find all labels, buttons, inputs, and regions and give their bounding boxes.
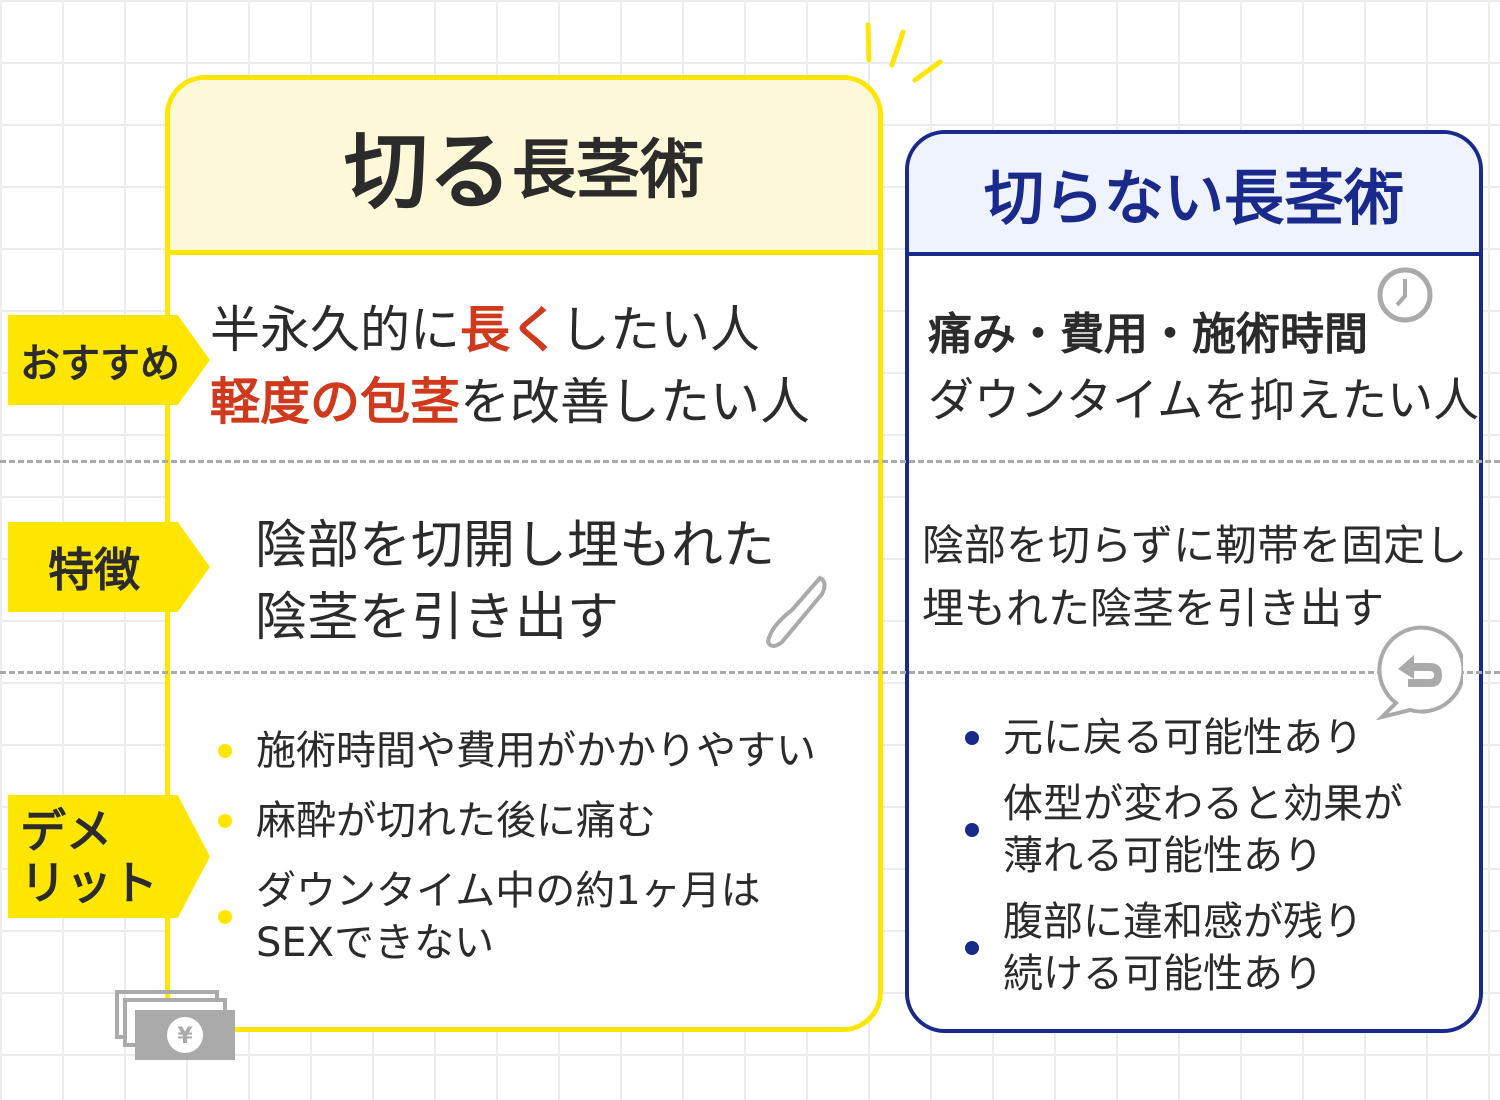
nocut-recommend-line2: ダウンタイムを抑えたい人	[928, 373, 1480, 427]
list-item: 体型が変わると効果が 薄れる可能性あり	[965, 778, 1403, 882]
list-item: ダウンタイム中の約1ヶ月は SEXできない	[218, 865, 816, 969]
nocut-feature-line1: 陰部を切らずに靭帯を固定し	[922, 521, 1468, 570]
nocut-demerit-list: 元に戻る可能性あり 体型が変わると効果が 薄れる可能性あり 腹部に違和感が残り …	[965, 712, 1403, 1000]
tag-demerit: デメリット	[8, 795, 210, 918]
divider	[0, 460, 1500, 463]
cut-method-header: 切る 長茎術	[170, 80, 878, 255]
cut-feature-line2: 陰茎を引き出す	[255, 588, 620, 648]
list-item: 麻酔が切れた後に痛む	[218, 795, 816, 847]
list-item: 腹部に違和感が残り 続ける可能性あり	[965, 896, 1403, 1000]
svg-text:¥: ¥	[177, 1024, 193, 1049]
nocut-feature-line2: 埋もれた陰茎を引き出す	[922, 584, 1385, 633]
cut-recommend-line2: 軽度の包茎を改善したい人	[210, 373, 810, 431]
tag-recommend: おすすめ	[8, 315, 210, 405]
clock-icon	[1377, 267, 1433, 323]
cut-feature-line1: 陰部を切開し埋もれた	[255, 516, 776, 576]
list-item: 元に戻る可能性あり	[965, 712, 1403, 764]
nocut-title: 切らない長茎術	[984, 163, 1404, 234]
cut-title-sub: 長茎術	[512, 134, 704, 208]
cut-title-main: 切る	[343, 122, 512, 221]
tag-label: デメ	[20, 803, 112, 858]
tag-label: 特徴	[48, 543, 140, 597]
nocut-recommend-line1: 痛み・費用・施術時間	[928, 309, 1368, 360]
scalpel-icon	[765, 575, 827, 648]
tag-feature: 特徴	[8, 522, 210, 612]
list-item: 施術時間や費用がかかりやすい	[218, 725, 816, 777]
tag-label: リット	[20, 855, 158, 910]
money-icon: ¥	[115, 990, 235, 1060]
cut-method-card: 切る 長茎術	[165, 75, 883, 1032]
nocut-method-header: 切らない長茎術	[909, 134, 1479, 256]
cut-recommend-line1: 半永久的に長くしたい人	[210, 301, 760, 359]
tag-label: おすすめ	[20, 341, 180, 387]
divider	[0, 671, 1500, 674]
cut-demerit-list: 施術時間や費用がかかりやすい 麻酔が切れた後に痛む ダウンタイム中の約1ヶ月は …	[218, 725, 816, 969]
return-arrow-icon	[1376, 625, 1463, 720]
sparkle-icon	[865, 22, 943, 83]
